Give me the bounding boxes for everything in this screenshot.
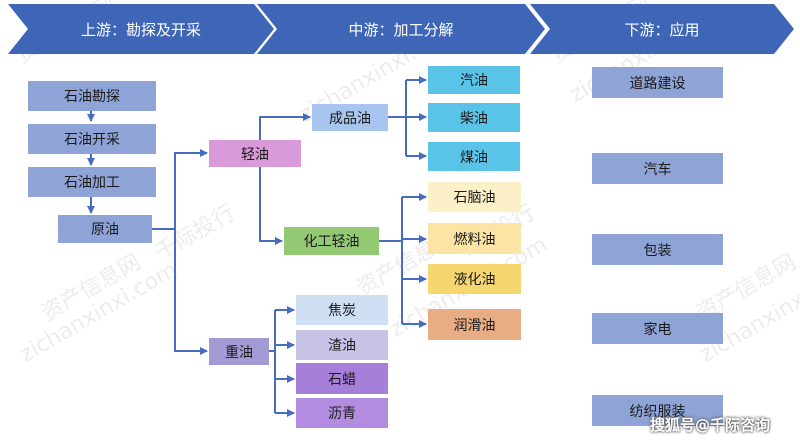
downstream-packaging: 包装: [592, 234, 723, 265]
downstream-home-appliances: 家电: [592, 313, 723, 344]
node-heavy-oil: 重油: [209, 338, 269, 365]
chevron-shape: [530, 4, 794, 54]
upstream-node-exploration: 石油勘探: [28, 81, 156, 111]
product-coke: 焦炭: [296, 295, 388, 325]
node-refined-oil: 成品油: [312, 104, 388, 131]
stage-label-upstream: 上游：勘探及开采: [80, 20, 201, 39]
product-gasoline: 汽油: [428, 66, 520, 94]
product-asphalt: 沥青: [296, 398, 388, 428]
stage-banner-downstream: 下游：应用: [530, 4, 794, 54]
chevron-shape: [8, 4, 274, 54]
stage-label-midstream: 中游：加工分解: [348, 20, 454, 39]
upstream-node-crude-oil: 原油: [58, 215, 152, 243]
stage-label-downstream: 下游：应用: [624, 20, 700, 39]
upstream-node-processing: 石油加工: [28, 167, 156, 197]
node-light-oil: 轻油: [209, 140, 301, 167]
product-residue-oil: 渣油: [296, 330, 388, 360]
downstream-automobile: 汽车: [592, 153, 723, 184]
product-diesel: 柴油: [428, 103, 520, 132]
node-chemical-light-oil: 化工轻油: [284, 227, 379, 255]
product-paraffin: 石蜡: [296, 363, 388, 394]
chevron-shape: [257, 4, 545, 54]
product-fuel-oil: 燃料油: [428, 223, 521, 254]
product-kerosene: 煤油: [428, 142, 520, 171]
downstream-road-construction: 道路建设: [592, 67, 723, 98]
source-credit: 搜狐号@千际咨询: [650, 416, 771, 434]
downstream-textiles-apparel: 纺织服装: [592, 395, 723, 426]
stage-banner-midstream: 中游：加工分解: [257, 4, 545, 54]
stage-banner-upstream: 上游：勘探及开采: [8, 4, 274, 54]
product-naphtha: 石脑油: [428, 182, 521, 212]
product-liquefied-oil: 液化油: [428, 264, 521, 294]
product-lubricating-oil: 润滑油: [428, 309, 521, 340]
upstream-node-extraction: 石油开采: [28, 124, 156, 154]
